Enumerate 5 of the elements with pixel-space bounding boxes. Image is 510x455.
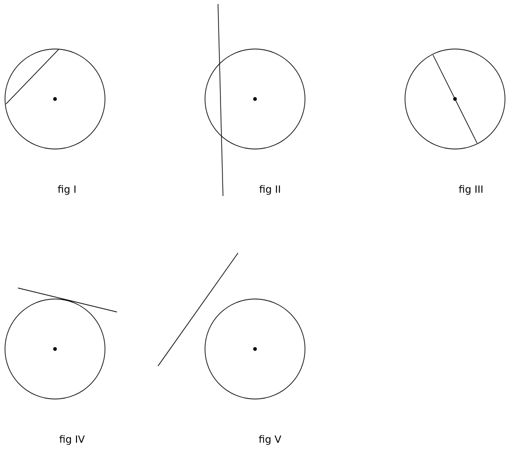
figure-label: fig I — [58, 185, 76, 195]
figure-label: fig V — [258, 435, 282, 445]
figure-label: fig III — [458, 185, 482, 195]
figure-label: fig II — [259, 185, 280, 195]
figure-label: fig IV — [59, 435, 85, 445]
